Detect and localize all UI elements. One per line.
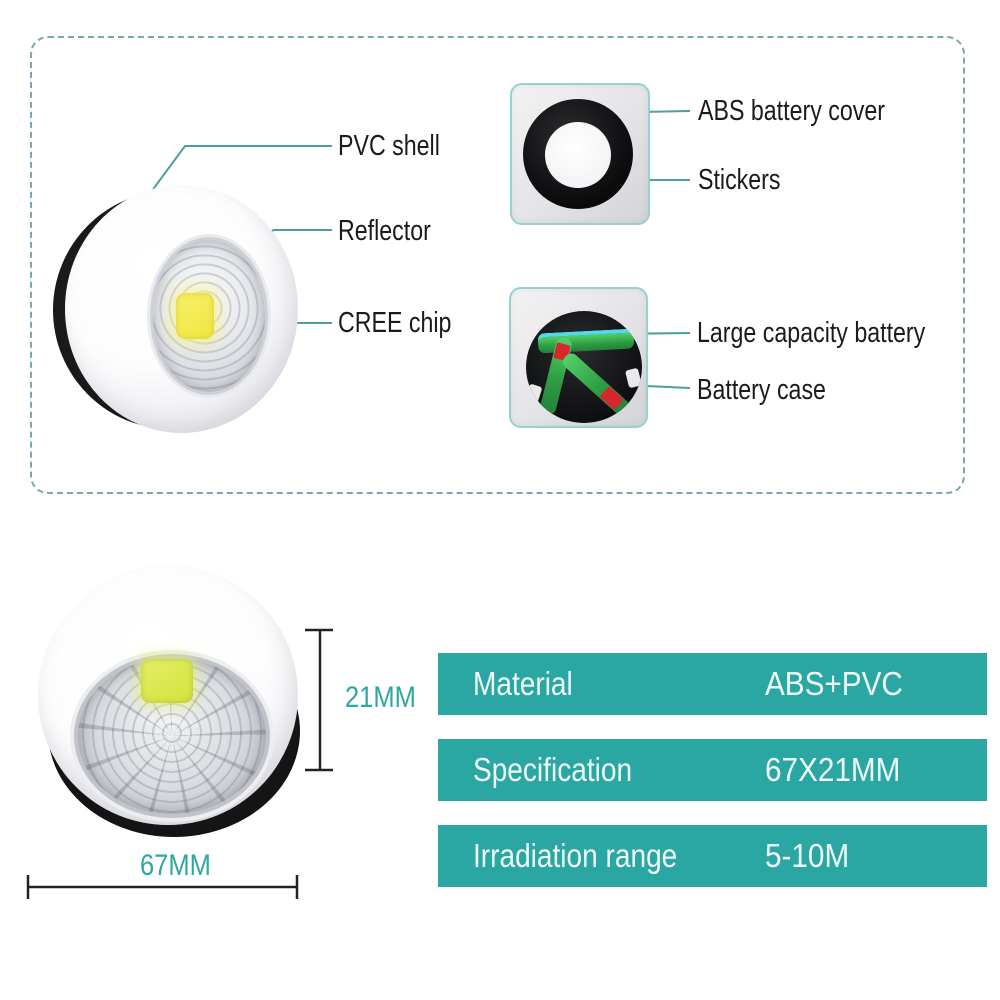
spec-row-specification: Specification 67X21MM <box>438 739 987 801</box>
label-battery-case: Battery case <box>697 374 826 406</box>
battery-case <box>526 311 642 423</box>
row-background <box>438 825 987 887</box>
case-tab <box>625 367 642 389</box>
battery-cover-photo <box>510 83 650 225</box>
battery-compartment-photo <box>509 287 648 428</box>
cree-chip <box>176 293 214 339</box>
aaa-battery <box>537 328 635 354</box>
label-large-capacity-battery: Large capacity battery <box>697 317 926 349</box>
width-dimension-text: 67MM <box>140 849 211 882</box>
parts-diagram-panel <box>30 36 965 494</box>
spec-label: Specification <box>473 751 633 788</box>
spec-value: 67X21MM <box>765 751 901 788</box>
spec-label: Material <box>473 665 573 702</box>
label-reflector: Reflector <box>338 215 431 247</box>
label-stickers: Stickers <box>698 164 781 196</box>
label-abs-battery-cover: ABS battery cover <box>698 95 885 127</box>
spec-value: 5-10M <box>765 837 850 874</box>
row-background <box>438 653 987 715</box>
spec-label: Irradiation range <box>473 837 678 874</box>
battery-label <box>599 386 624 410</box>
label-cree-chip: CREE chip <box>338 307 452 339</box>
cob-led-chip <box>141 659 193 703</box>
row-background <box>438 739 987 801</box>
case-tab <box>526 383 543 405</box>
height-dimension-text: 21MM <box>345 681 416 714</box>
puck-light-front-view <box>53 185 298 433</box>
spec-value: ABS+PVC <box>765 665 903 702</box>
sticker-area <box>545 122 611 188</box>
label-pvc-shell: PVC shell <box>338 130 440 162</box>
aaa-battery <box>560 350 632 418</box>
spec-row-material: Material ABS+PVC <box>438 653 987 715</box>
spec-row-irradiation-range: Irradiation range 5-10M <box>438 825 987 887</box>
puck-light-top-view <box>38 565 302 837</box>
